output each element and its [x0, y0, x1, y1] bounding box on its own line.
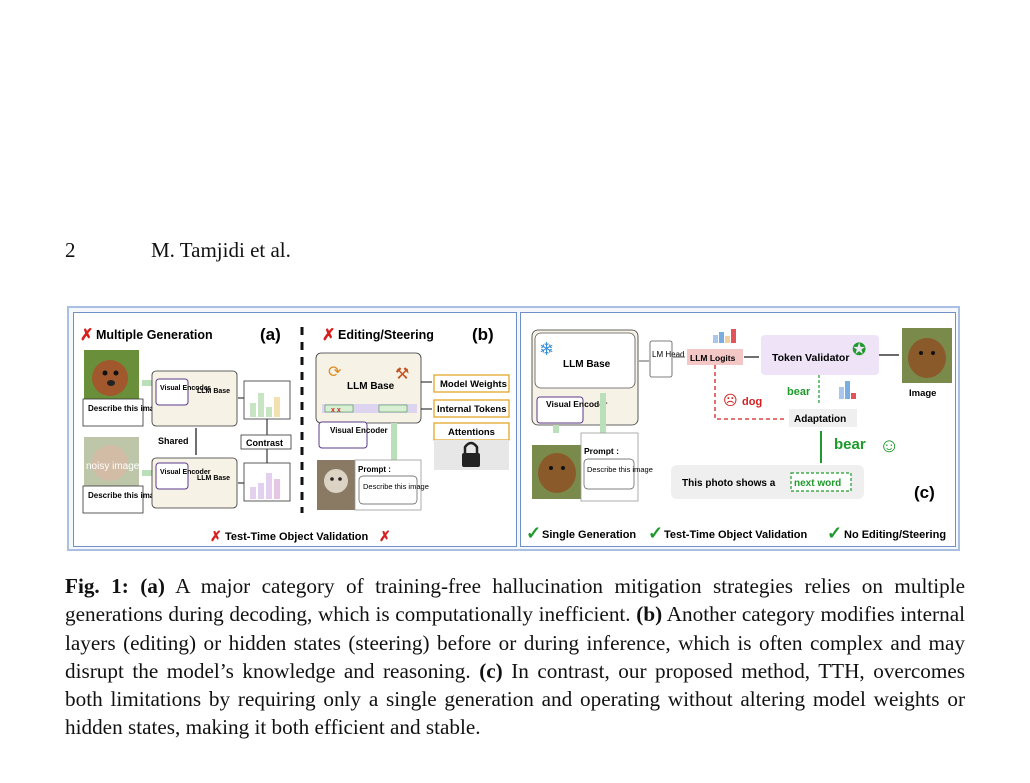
- dog-label: dog: [742, 396, 762, 408]
- verified-badge-icon: ✪: [852, 340, 866, 359]
- visual-encoder-b: [318, 421, 368, 449]
- caption-label: Fig. 1:: [65, 574, 129, 598]
- lock-icon: [462, 441, 480, 467]
- visual-encoder-label-bottom: Visual Encoder: [160, 469, 211, 476]
- noisy-label: noisy image: [86, 461, 140, 472]
- internal-tokens-box: [433, 399, 510, 418]
- hammer-icon: ⚒: [395, 366, 409, 383]
- refresh-icon: ⟳: [328, 364, 342, 381]
- cross-icon: ✗: [379, 528, 391, 544]
- describe-text-bottom: Describe this image: [88, 491, 164, 500]
- lm-head-label: LM Head: [652, 350, 684, 359]
- panel-c-diagram: ❄ LLM Base Visual Encoder LM Head LLM Lo…: [526, 328, 952, 543]
- panel-ab-diagram: ✗ Multiple Generation (a) Describe this …: [80, 325, 510, 544]
- footer-item-3: No Editing/Steering: [844, 529, 946, 541]
- sentence-label: This photo shows a: [682, 478, 776, 489]
- cross-icon: ✗: [210, 528, 222, 544]
- page-number: 2: [65, 238, 76, 262]
- contrast-box: [240, 434, 292, 450]
- svg-text:x x: x x: [331, 407, 341, 414]
- describe-text-b: Describe this image: [363, 482, 429, 491]
- next-word-label: next word: [794, 478, 841, 489]
- visual-encoder-top: [155, 378, 189, 406]
- visual-encoder-label-top: Visual Encoder: [160, 385, 211, 392]
- llm-logits-label: LLM Logits: [690, 353, 736, 363]
- describe-text-c: Describe this image: [587, 465, 653, 474]
- llm-base-label-top: LLM Base: [197, 388, 230, 395]
- panel-b-tag: (b): [472, 325, 494, 344]
- llm-base-label-b: LLM Base: [347, 381, 395, 392]
- prompt-label-b: Prompt :: [358, 465, 391, 474]
- visual-encoder-label-c: Visual Encoder: [546, 399, 608, 409]
- lm-head-box: [649, 340, 673, 378]
- caption-b-text: Another category modifies internal layer…: [65, 602, 965, 683]
- figure-1: ✗ Multiple Generation (a) Describe this …: [67, 306, 960, 551]
- footer-item-1: Single Generation: [542, 529, 636, 541]
- check-icon: ✓: [526, 523, 541, 543]
- figure-caption: Fig. 1: (a) A major category of training…: [65, 572, 965, 742]
- adaptation-box: [789, 409, 857, 427]
- sad-face-icon: ☹: [723, 392, 738, 408]
- contrast-label: Contrast: [246, 438, 283, 448]
- token-strip: [322, 404, 417, 413]
- visual-encoder-c: [536, 396, 584, 424]
- model-weights-box: [433, 374, 510, 393]
- bear-photo-small: [902, 328, 952, 383]
- describe-box-top: [82, 398, 144, 427]
- dog-photo: [84, 350, 139, 400]
- panel-b-title: Editing/Steering: [338, 328, 434, 342]
- visual-encoder-bottom: [155, 462, 189, 490]
- token-validator-label: Token Validator: [772, 352, 849, 364]
- check-icon: ✓: [827, 523, 842, 543]
- attentions-label: Attentions: [448, 427, 495, 438]
- cross-icon: ✗: [80, 327, 93, 344]
- bear-big-label: bear: [834, 436, 866, 453]
- panel-ab: ✗ Multiple Generation (a) Describe this …: [73, 312, 517, 547]
- caption-c-text: In contrast, our proposed method, TTH, o…: [65, 658, 966, 740]
- next-word-box: [790, 472, 852, 492]
- visual-encoder-label-b: Visual Encoder: [330, 426, 388, 435]
- model-weights-label: Model Weights: [440, 379, 507, 390]
- internal-tokens-label: Internal Tokens: [437, 404, 507, 415]
- llm-logits-box: [687, 349, 743, 365]
- llm-base-label-c: LLM Base: [563, 359, 611, 370]
- cat-photo: [317, 460, 355, 510]
- snowflake-icon: ❄: [539, 339, 554, 359]
- panel-a-tag: (a): [260, 325, 281, 344]
- image-label: Image: [909, 388, 936, 399]
- noisy-dog-photo: [84, 437, 139, 487]
- adaptation-label: Adaptation: [794, 414, 846, 425]
- footer-item-2: Test-Time Object Validation: [664, 529, 808, 541]
- panel-a-title: Multiple Generation: [96, 328, 213, 342]
- token-validator-box: [761, 335, 879, 375]
- caption-c-tag: (c): [479, 658, 503, 683]
- describe-box-bottom: [82, 485, 144, 514]
- bear-photo-large: [532, 445, 581, 499]
- check-icon: ✓: [648, 523, 663, 543]
- llm-base-label-bottom: LLM Base: [197, 475, 230, 482]
- caption-a-text: A major category of training-free halluc…: [65, 574, 965, 627]
- panel-c-tag: (c): [914, 483, 935, 502]
- smile-face-icon: ☺: [879, 435, 899, 457]
- describe-text-top: Describe this image: [88, 404, 164, 413]
- panel-c: ❄ LLM Base Visual Encoder LM Head LLM Lo…: [520, 312, 956, 547]
- caption-a-tag: (a): [140, 574, 165, 598]
- prompt-label-c: Prompt :: [584, 446, 619, 456]
- shared-label: Shared: [158, 436, 189, 446]
- cross-icon: ✗: [322, 327, 335, 344]
- panel-a-footer: Test-Time Object Validation: [225, 531, 369, 543]
- caption-b-tag: (b): [636, 602, 663, 627]
- bear-small-label: bear: [787, 386, 811, 398]
- running-authors: M. Tamjidi et al.: [151, 238, 291, 262]
